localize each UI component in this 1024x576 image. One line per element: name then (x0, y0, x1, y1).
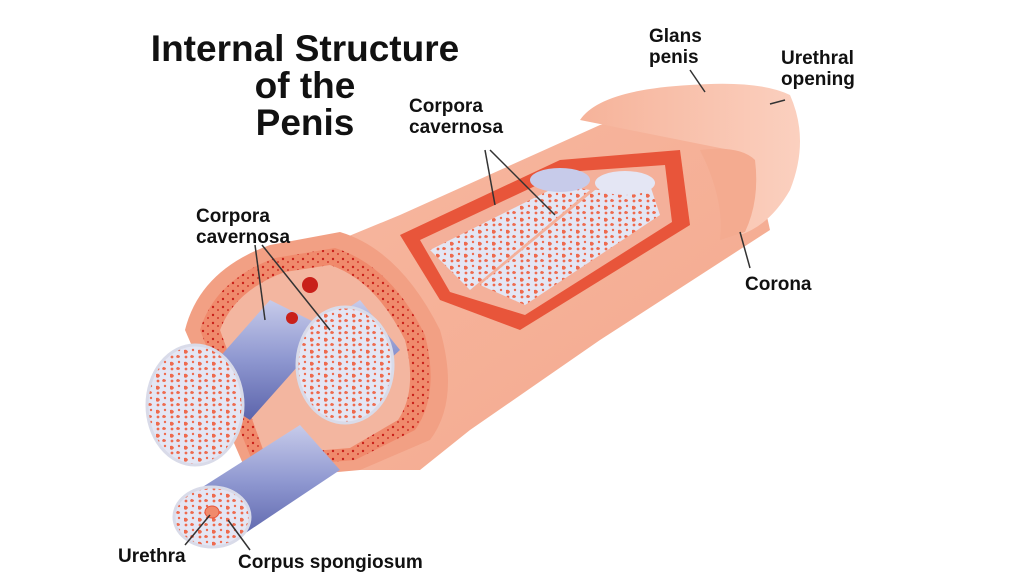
corpus-end-top-1 (530, 168, 590, 192)
corpus-end-top-2 (595, 171, 655, 195)
leader-lines (184, 69, 786, 551)
label-corpora-top-line2: cavernosa (409, 117, 504, 138)
label-urethral-line1: Urethral (781, 48, 854, 69)
corona-ridge (700, 148, 757, 240)
corpus-cavernosum-left-section (145, 343, 245, 467)
corpus-cavernosum-top-1 (430, 185, 590, 290)
label-urethral-line2: opening (781, 69, 855, 90)
label-corona: Corona (745, 274, 812, 295)
label-corpora-cavernosa-top: Corpora cavernosa (409, 96, 503, 138)
label-corpora-top-line1: Corpora (409, 96, 483, 117)
label-corpora-left-line1: Corpora (196, 206, 270, 227)
diagram-title: Internal Structure of the Penis (120, 30, 490, 141)
label-glans-penis: Glans penis (649, 26, 702, 68)
urethra-opening (204, 505, 220, 519)
label-glans-line2: penis (649, 47, 699, 68)
label-urethra: Urethra (118, 546, 186, 567)
blood-vessel (302, 277, 318, 293)
blood-vessel (286, 312, 298, 324)
corpus-cavernosum-top-2 (480, 185, 660, 305)
label-urethral-opening: Urethral opening (781, 48, 855, 90)
title-line-1: Internal Structure (150, 28, 460, 69)
label-glans-line1: Glans (649, 26, 702, 47)
title-line-3: Penis (255, 102, 355, 143)
label-corpora-cavernosa-left: Corpora cavernosa (196, 206, 290, 248)
corpus-cavernosum-right-section (295, 305, 395, 425)
label-corpora-left-line2: cavernosa (196, 227, 291, 248)
label-corpus-spongiosum: Corpus spongiosum (238, 552, 423, 573)
title-line-2: of the (254, 65, 356, 106)
